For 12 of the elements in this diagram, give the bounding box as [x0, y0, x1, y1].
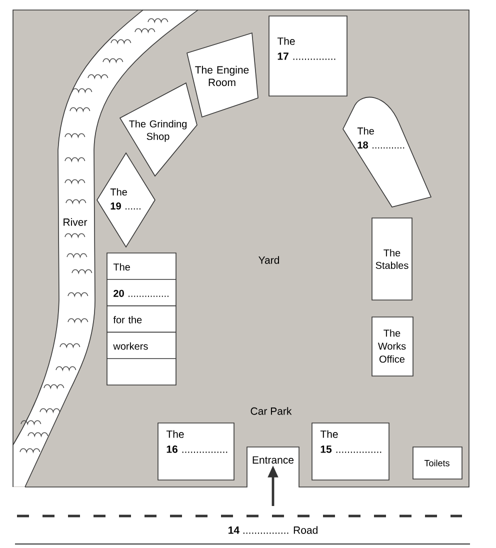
building-box: The 15 ................: [312, 422, 390, 480]
area-label: Entrance: [252, 456, 294, 464]
area-label: River: [64, 218, 88, 226]
building-box: Toilets: [412, 446, 462, 480]
building-box: The Works Office: [372, 316, 414, 376]
building-box: The 17 ...............: [268, 16, 348, 96]
road-label: 14 ................ Road: [228, 526, 318, 534]
area-label: Car Park: [250, 407, 292, 415]
building-box: The 20 ............... for the workers: [106, 252, 176, 386]
building-box: The 16 ................: [158, 422, 234, 480]
area-label: Yard: [258, 256, 280, 264]
building-box: The Stables: [372, 218, 412, 300]
